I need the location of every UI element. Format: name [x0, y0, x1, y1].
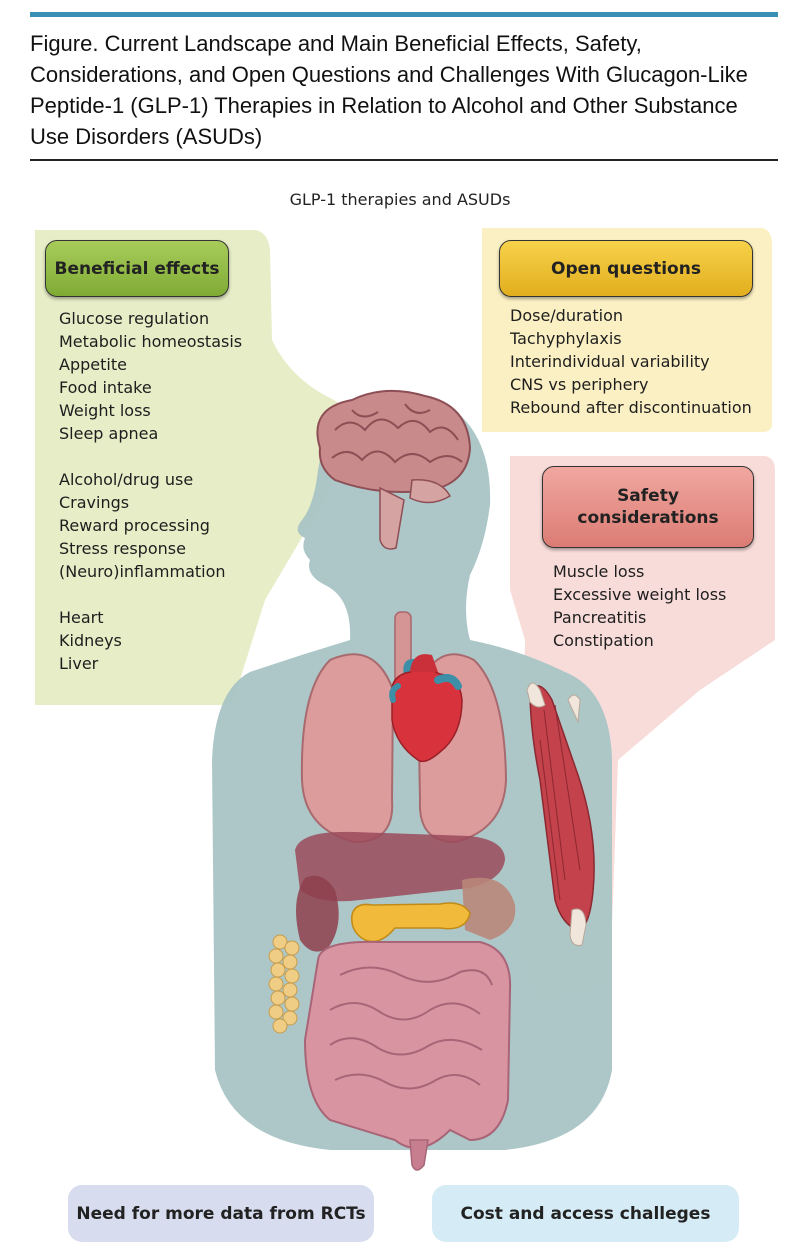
figure-subtitle: GLP-1 therapies and ASUDs — [289, 190, 511, 209]
list-item: Metabolic homeostasis — [59, 332, 243, 351]
list-item: CNS vs periphery — [510, 375, 649, 394]
safety-considerations-list: Muscle loss Excessive weight loss Pancre… — [553, 560, 726, 652]
figure-title: Figure. Current Landscape and Main Benef… — [30, 31, 748, 149]
list-item: Constipation — [553, 631, 654, 650]
stomach-illustration — [462, 877, 516, 940]
beneficial-region — [35, 230, 345, 705]
list-item: Stress response — [59, 539, 186, 558]
cost-access-challenge: Cost and access challeges — [432, 1185, 739, 1242]
title-divider — [30, 159, 778, 161]
adipose-tissue-illustration — [268, 934, 300, 1034]
pancreas-illustration — [351, 902, 471, 943]
kidney-illustration — [296, 875, 339, 952]
safety-label-line1: Safety — [617, 486, 679, 506]
list-item: Rebound after discontinuation — [510, 398, 752, 417]
list-item: Reward processing — [59, 516, 210, 535]
list-item: Alcohol/drug use — [59, 470, 194, 489]
brain-illustration — [316, 389, 472, 550]
top-accent-rule — [30, 12, 778, 17]
list-item: Pancreatitis — [553, 608, 647, 627]
list-item: Muscle loss — [553, 562, 645, 581]
safety-considerations-label: Safety considerations — [542, 466, 754, 548]
beneficial-effects-list: Glucose regulation Metabolic homeostasis… — [59, 307, 242, 675]
open-questions-list: Dose/duration Tachyphylaxis Interindivid… — [510, 304, 752, 419]
list-item: Excessive weight loss — [553, 585, 727, 604]
rct-data-challenge: Need for more data from RCTs — [68, 1185, 374, 1242]
list-item: Kidneys — [59, 631, 122, 650]
muscle-illustration — [526, 682, 595, 946]
liver-illustration — [295, 831, 505, 902]
list-item: Dose/duration — [510, 306, 624, 325]
list-item: Interindividual variability — [510, 352, 710, 371]
list-item: Cravings — [59, 493, 130, 512]
list-item: Appetite — [59, 355, 127, 374]
safety-label-line2: considerations — [577, 508, 719, 528]
body-silhouette — [212, 395, 612, 1150]
list-item: Weight loss — [59, 401, 151, 420]
intestines-illustration — [303, 940, 512, 1171]
heart-illustration — [389, 654, 463, 763]
list-item: Heart — [59, 608, 104, 627]
beneficial-effects-label: Beneficial effects — [45, 240, 229, 297]
list-item: Tachyphylaxis — [510, 329, 622, 348]
list-item: (Neuro)inflammation — [59, 562, 226, 581]
list-item: Glucose regulation — [59, 309, 210, 328]
list-item: Liver — [59, 654, 99, 673]
open-questions-label: Open questions — [499, 240, 753, 297]
list-item: Food intake — [59, 378, 152, 397]
list-item: Sleep apnea — [59, 424, 159, 443]
